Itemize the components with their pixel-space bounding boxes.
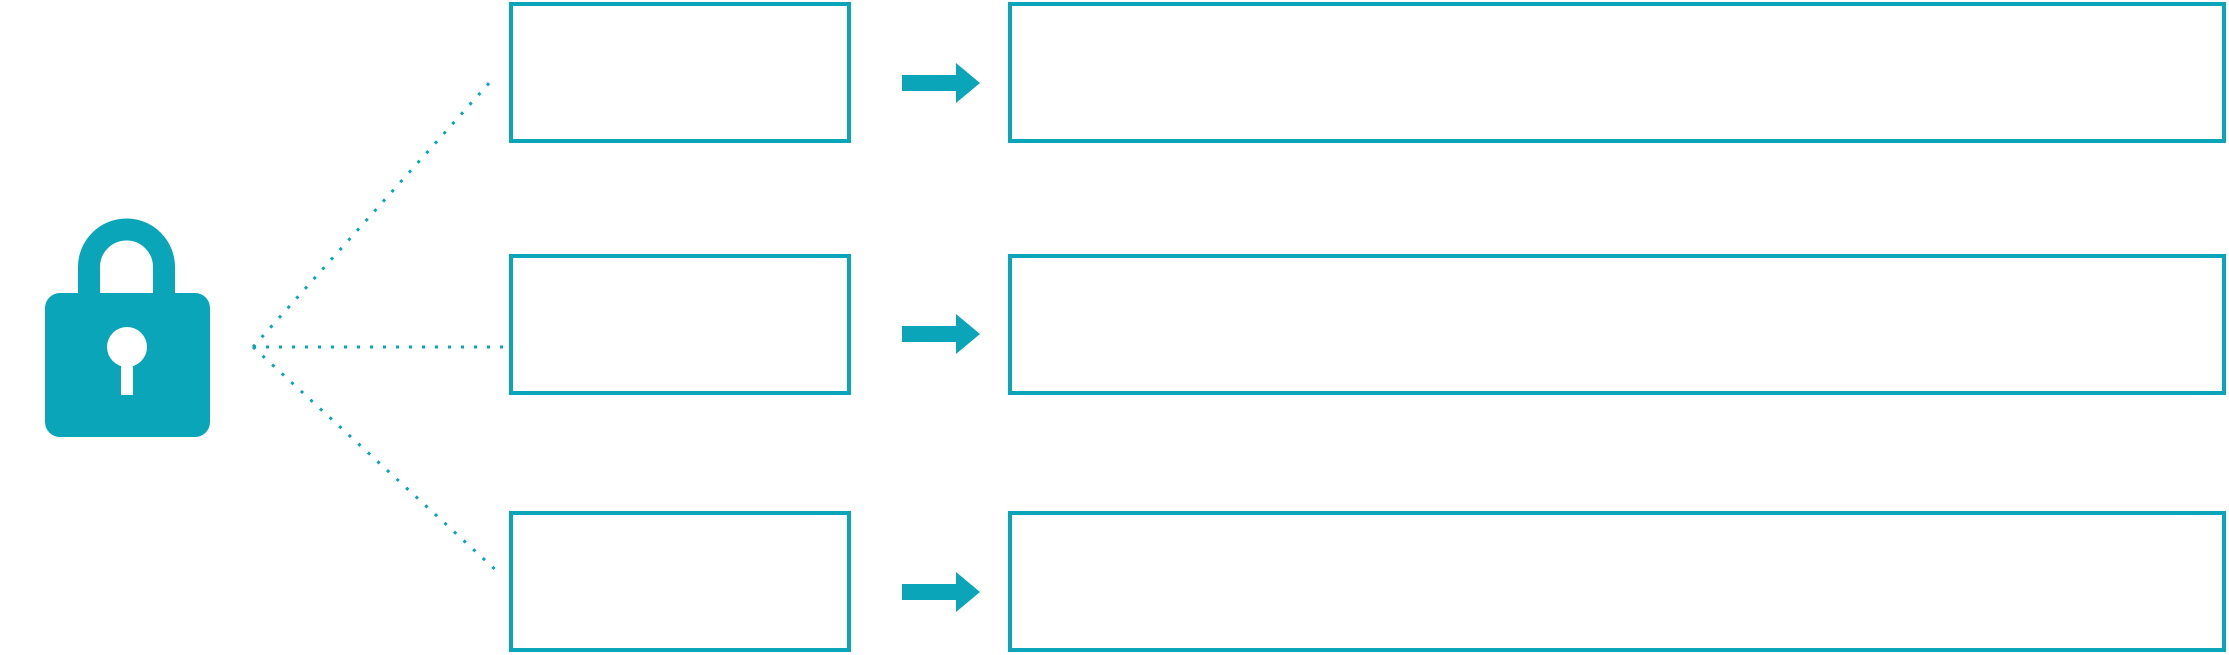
source-box	[509, 2, 851, 143]
source-box	[509, 511, 851, 652]
target-box	[1008, 254, 2226, 395]
target-box	[1008, 2, 2226, 143]
connector-line-top	[251, 81, 492, 348]
source-box	[509, 254, 851, 395]
target-box	[1008, 511, 2226, 652]
connector-line-bottom	[251, 345, 501, 575]
right-arrow-icon	[902, 63, 980, 103]
connector-lines	[251, 81, 503, 575]
right-arrow-icon	[902, 572, 980, 612]
lock-icon	[45, 218, 210, 437]
right-arrow-icon	[902, 314, 980, 354]
